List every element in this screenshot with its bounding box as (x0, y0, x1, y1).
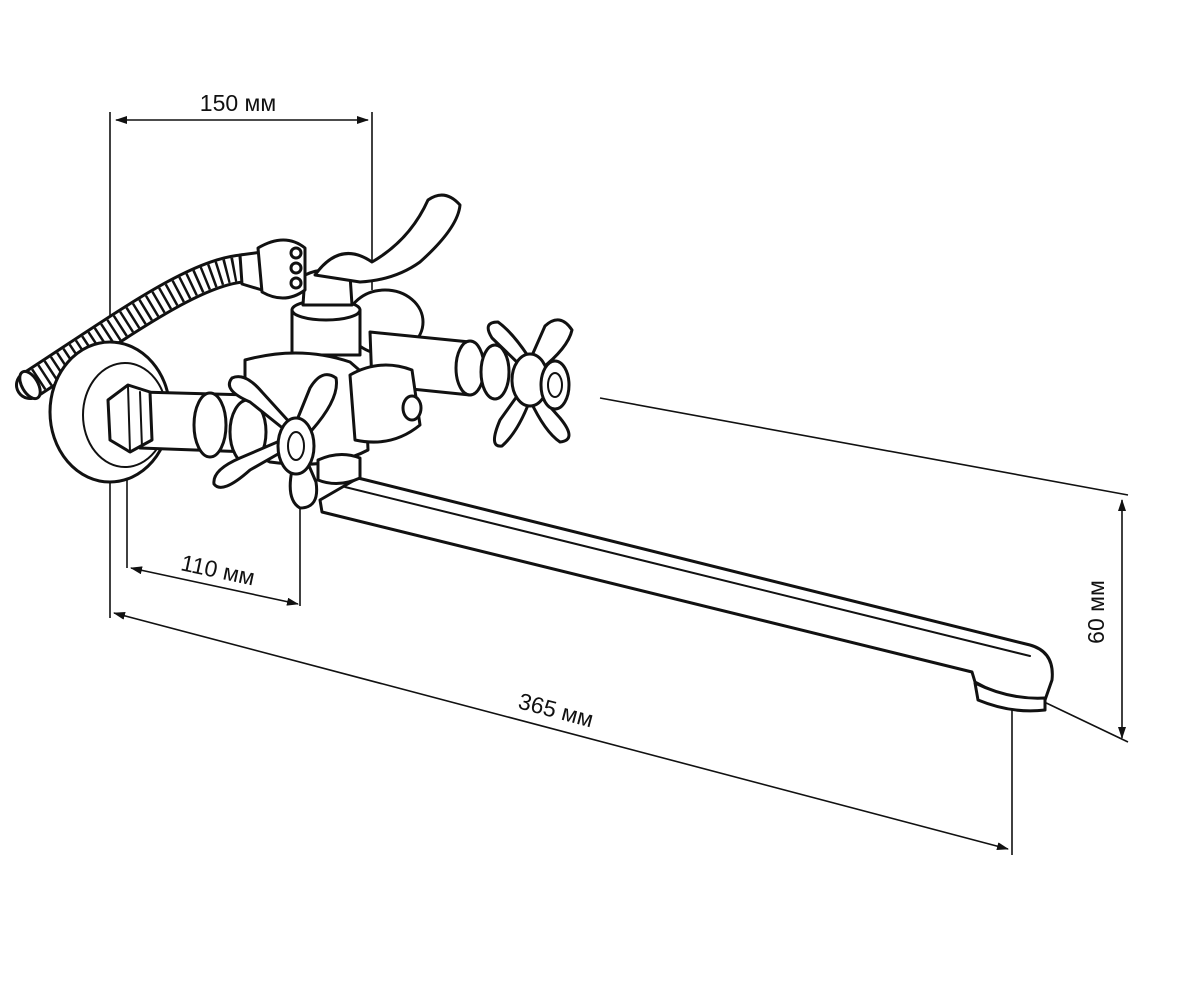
left-eccentric (106, 383, 252, 454)
dim-110-arrow (130, 566, 299, 606)
dim-365-arrow (113, 611, 1009, 851)
faucet-illustration (15, 193, 1054, 713)
spout-aerator (973, 681, 1047, 713)
diverter (256, 193, 462, 357)
dim-60-label: 60 мм (1083, 580, 1109, 644)
diverter-lever (313, 193, 462, 284)
shower-hose (15, 250, 265, 401)
left-cross-handle (192, 373, 338, 510)
dim-110-label: 110 мм (179, 550, 257, 591)
right-cross-handle (486, 318, 574, 448)
dim-150-label: 150 мм (200, 90, 276, 116)
spout (318, 476, 1054, 713)
dim-365-label: 365 мм (516, 688, 596, 733)
dimension-lines (109, 112, 1129, 855)
logo-plug (401, 394, 423, 422)
